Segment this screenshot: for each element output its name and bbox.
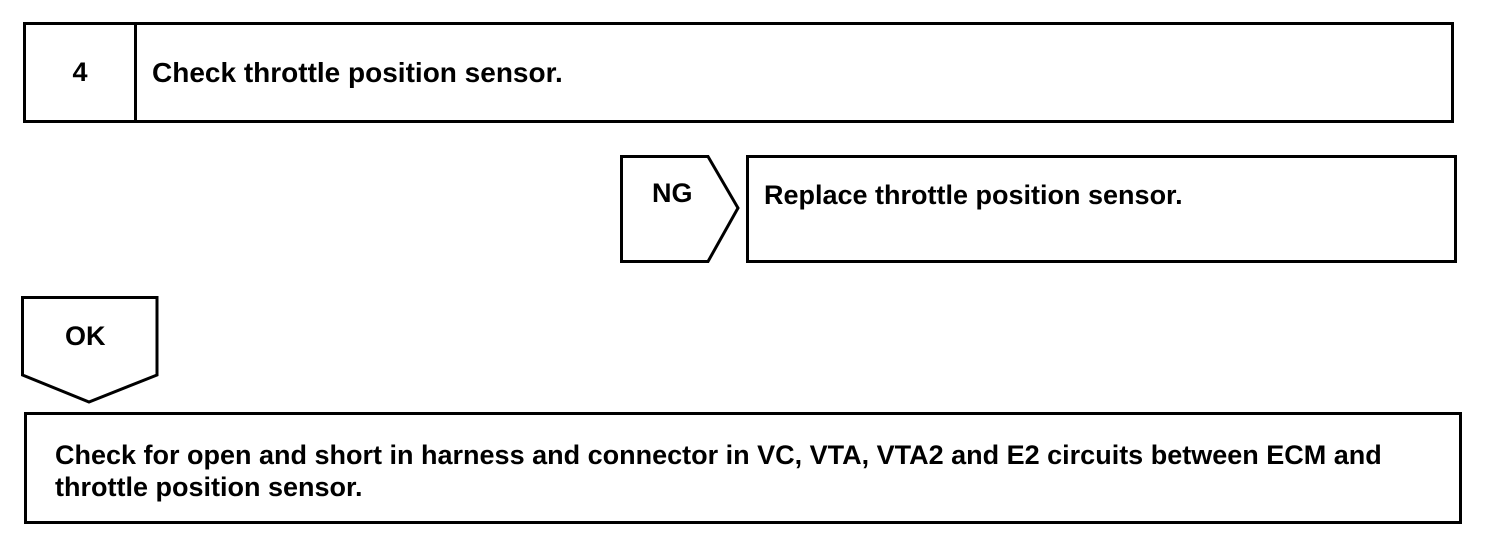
step-header-box: 4 Check throttle position sensor.	[23, 22, 1454, 123]
ok-result-text: Check for open and short in harness and …	[55, 440, 1382, 502]
ng-result-box: Replace throttle position sensor.	[746, 155, 1457, 263]
ok-result-box: Check for open and short in harness and …	[24, 412, 1462, 524]
step-title: Check throttle position sensor.	[152, 56, 563, 88]
ng-result-text: Replace throttle position sensor.	[764, 180, 1183, 210]
ok-arrow-tag	[21, 296, 159, 404]
ng-arrow-tag	[620, 155, 740, 263]
ng-label: NG	[652, 178, 693, 208]
step-number: 4	[26, 25, 137, 120]
ok-label: OK	[65, 321, 106, 351]
